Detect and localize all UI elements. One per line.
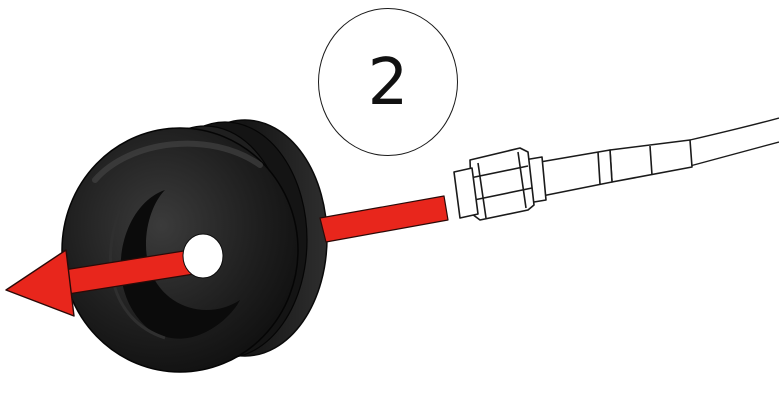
rubber-grommet-icon xyxy=(61,119,328,373)
cable-connector-icon xyxy=(453,139,693,221)
step-number: 2 xyxy=(367,46,409,120)
grommet-hole xyxy=(182,233,224,279)
cable xyxy=(689,117,779,167)
step-number-badge: 2 xyxy=(318,8,458,156)
